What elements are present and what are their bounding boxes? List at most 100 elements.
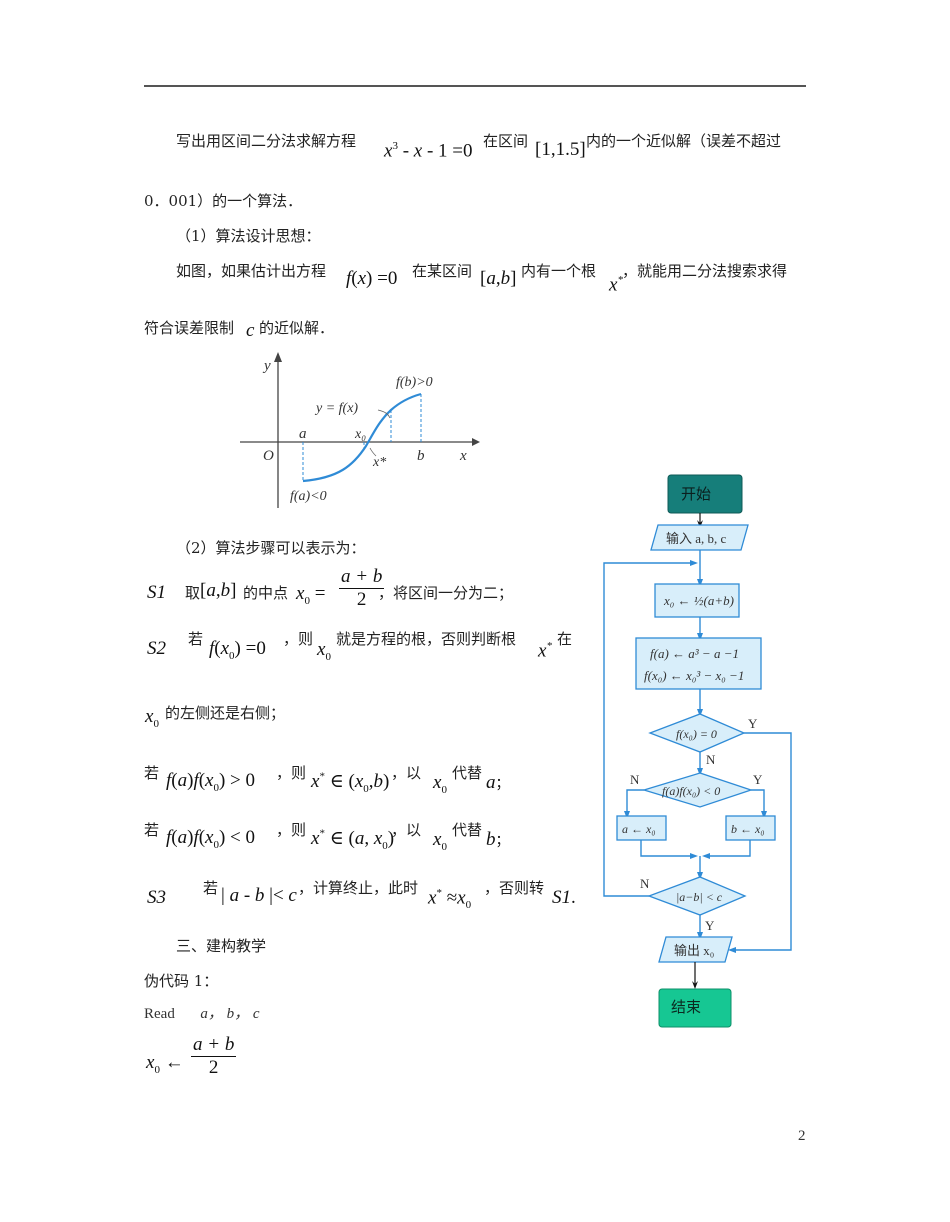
svg-text:y: y [262,358,271,374]
svg-text:N: N [640,876,650,891]
step-s3-mid: ，计算终止，此时 [298,879,419,897]
step-s3-mid2: ，否则转 [484,879,545,897]
function-curve [302,392,422,483]
svg-text:Y: Y [748,716,758,731]
svg-text:Y: Y [753,772,763,787]
step-s2-pre: 若 [188,630,204,648]
case1-mid: ，则 [276,764,307,782]
svg-text:b: b [417,448,425,464]
step-s1-mid: 的中点 [243,584,289,602]
step-s2-x0: x0 [317,639,331,663]
svg-text:f(a)f(x₀) < 0: f(a)f(x₀) < 0 [662,784,720,798]
section1-p2-post: 的近似解． [259,319,335,337]
page-number: 2 [798,1128,806,1144]
section1-p1-post: ，就能用二分法搜索求得 [622,262,788,280]
svg-text:f(b)>0: f(b)>0 [396,375,433,390]
step-s3-label: S3 [147,887,166,908]
problem-line1-post: 内的一个近似解（误差不超过 [586,132,782,150]
case1-x0: x0 [433,772,447,796]
case2-mid: ，则 [276,821,307,839]
output-parallelogram [658,936,733,963]
section1-heading: （1）算法设计思想： [176,227,321,245]
case2-mid2: ，以 [391,821,422,839]
svg-text:f(x₀) = 0: f(x₀) = 0 [676,727,717,741]
assign-b-box [725,815,776,841]
svg-text:f(x₀) ← x₀³ − x₀ −1: f(x₀) ← x₀³ − x₀ −1 [644,668,744,683]
section1-interval: [a,b] [480,268,517,289]
case1-var: a； [486,772,510,793]
svg-text:输出 x₀: 输出 x₀ [674,943,714,958]
svg-text:x₀: x₀ [354,427,366,442]
step-s2-post: 在 [557,630,573,648]
svg-text:开始: 开始 [681,486,711,503]
section1-p1-mid2: 内有一个根 [521,262,597,280]
svg-text:x₀ ← ½(a+b): x₀ ← ½(a+b) [663,593,734,608]
section2-heading: （2）算法步骤可以表示为： [176,539,366,557]
svg-text:O: O [263,448,274,464]
step-s1-x0: x0 = [296,583,326,607]
section1-p1-mid: 在某区间 [412,262,473,280]
case1-mid2: ，以 [391,764,422,782]
case2-mid3: 代替 [452,821,483,839]
end-terminal [658,988,732,1028]
problem-line1-mid: 在区间 [483,132,529,150]
svg-text:Y: Y [705,918,715,933]
midpoint-box [654,583,740,618]
step-s1-interval: [a,b] [200,580,237,601]
case1-pre: 若 [144,764,160,782]
x-axis-arrow-icon [472,438,480,446]
section1-var-c: c [246,320,255,341]
step-s2-label: S2 [147,638,166,659]
read-vars: a， b， c [200,1006,260,1022]
svg-text:x: x [459,448,467,464]
header-rule [144,85,806,87]
start-terminal [667,474,743,514]
svg-text:a ← x₀: a ← x₀ [622,822,656,836]
pseudo-assign-lhs: x0 ← [146,1052,184,1076]
case1-mid3: 代替 [452,764,483,782]
section1-root: x* [609,274,623,296]
case2-x0: x0 [433,829,447,853]
problem-equation: x3 - x - 1 =0 [384,140,473,162]
pseudo-title: 伪代码 1： [144,972,219,990]
svg-text:N: N [630,772,640,787]
step-s2-line2-x0: x0 [145,706,159,730]
case2-set: x* ∈ (a, x0) [311,827,395,852]
step-s1-label: S1 [147,582,166,603]
step-s2-line2: 的左侧还是右侧； [165,704,286,722]
read-keyword: Read [144,1006,175,1022]
decision-sign [641,772,754,808]
section1-p2-pre: 符合误差限制 [144,319,235,337]
svg-text:x*: x* [372,455,386,470]
case2-var: b； [486,829,510,850]
section3-heading: 三、建构教学 [176,937,267,955]
case2-pre: 若 [144,821,160,839]
svg-text:f(a)<0: f(a)<0 [290,489,327,504]
step-s2-condition: f(x0) =0 [209,638,266,662]
svg-text:|a−b| < c: |a−b| < c [676,890,723,904]
svg-text:a: a [299,426,307,442]
step-s3-approx: x* ≈x0 [428,887,472,912]
problem-line1-pre: 写出用区间二分法求解方程 [176,132,357,150]
case1-set: x* ∈ (x0,b) [311,770,390,795]
svg-text:输入 a, b, c: 输入 a, b, c [666,531,727,546]
svg-text:N: N [706,752,716,767]
step-s2-mid2: 就是方程的根，否则判断根 [336,630,517,648]
y-axis-arrow-icon [274,352,282,362]
section1-equation: f(x) =0 [346,268,398,289]
case2-condition: f(a)f(x0) < 0 [166,827,256,851]
assign-a-box [616,815,667,841]
case1-condition: f(a)f(x0) > 0 [166,770,256,794]
section1-p1-pre: 如图，如果估计出方程 [176,262,327,280]
svg-text:结束: 结束 [671,999,701,1016]
svg-text:f(a) ← a³ − a −1: f(a) ← a³ − a −1 [650,646,739,661]
pseudo-read-line: Read a， b， c [144,1002,260,1023]
bisection-flowchart: 开始 输入 a, b, c x₀ ← ½(a+b) f(a) ← a³ − a … [598,470,808,1030]
input-parallelogram [650,524,749,551]
svg-text:b ← x₀: b ← x₀ [731,822,765,836]
step-s1-pre: 取 [185,584,201,602]
svg-text:y = f(x): y = f(x) [314,401,358,416]
step-s2-root: x* [538,640,552,662]
